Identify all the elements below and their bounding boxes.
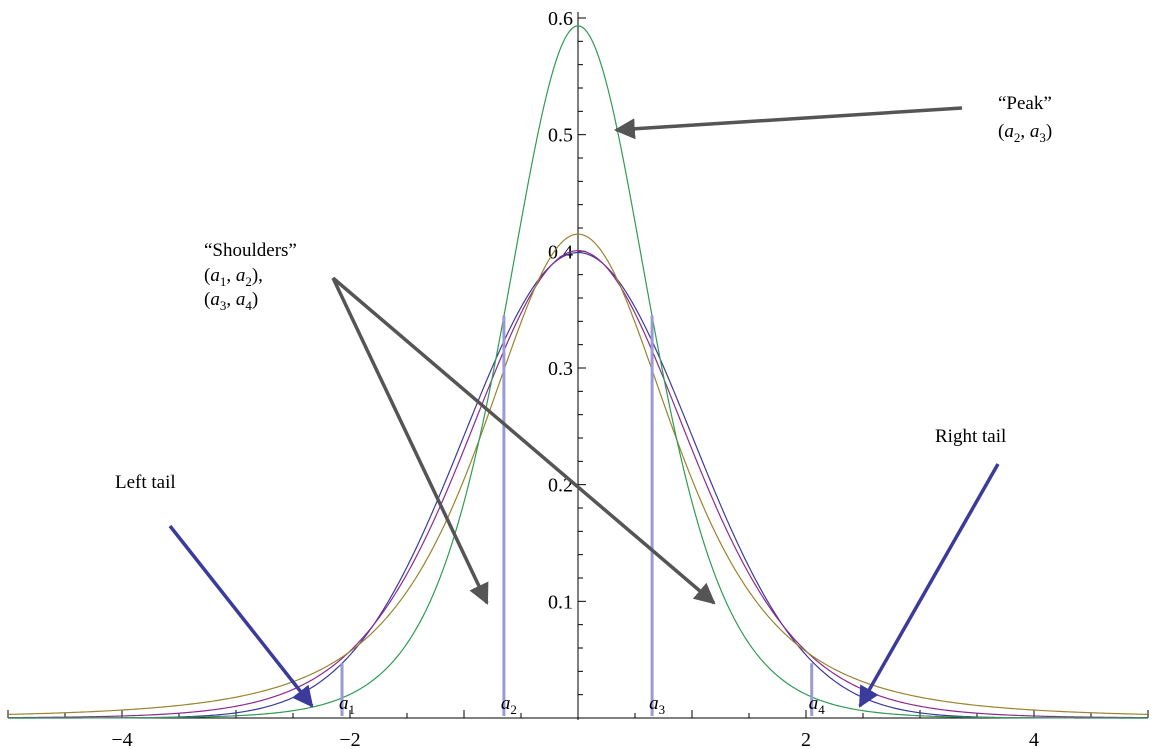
y-tick-label: 0.6	[548, 8, 573, 30]
x-tick-label: 2	[801, 729, 811, 749]
curves-group	[7, 25, 1149, 719]
density-curve-3	[7, 233, 1149, 716]
annotation-texts-group: “Peak” (a2, a3) “Shoulders” (a1, a2), (a…	[115, 93, 1052, 493]
density-curve-4	[8, 25, 1148, 719]
shoulders-range-1-label: (a1, a2),	[204, 265, 263, 289]
left-tail-arrow	[168, 524, 314, 708]
marker-lines-group: a1 a2 a3 a4	[339, 315, 826, 717]
shoulders-title-label: “Shoulders”	[204, 240, 297, 261]
density-curve-1	[8, 251, 1148, 719]
axes-group: −4 −2 2 4 0.1 0.2 0.3 0.4 0.5 0.6	[7, 8, 1149, 749]
x-tick-label: −2	[339, 729, 360, 749]
peak-title-label: “Peak”	[998, 93, 1052, 114]
peak-arrow	[613, 106, 963, 140]
y-tick-label: 0.1	[548, 591, 573, 613]
y-tick-label: 0.5	[548, 125, 573, 147]
annotation-arrows-group	[168, 106, 1000, 708]
marker-label-a3: a3	[649, 693, 665, 717]
shoulders-arrow-left	[331, 277, 489, 605]
marker-label-a2: a2	[501, 693, 517, 717]
peak-range-label: (a2, a3)	[998, 121, 1052, 145]
right-tail-arrow	[858, 463, 1000, 708]
x-tick-label: −4	[111, 729, 132, 749]
y-tick-label: 0.2	[548, 475, 573, 497]
marker-label-a1: a1	[339, 693, 355, 717]
y-tick-label: 0.3	[548, 358, 573, 380]
shoulders-arrow-right	[331, 276, 716, 605]
density-curve-2	[7, 250, 1149, 719]
marker-label-a4: a4	[809, 693, 826, 717]
x-tick-label: 4	[1029, 729, 1039, 749]
right-tail-label: Right tail	[935, 426, 1006, 447]
y-tick-label: 0.4	[548, 241, 573, 263]
shoulders-range-2-label: (a3, a4)	[204, 289, 258, 313]
left-tail-label: Left tail	[115, 472, 176, 493]
